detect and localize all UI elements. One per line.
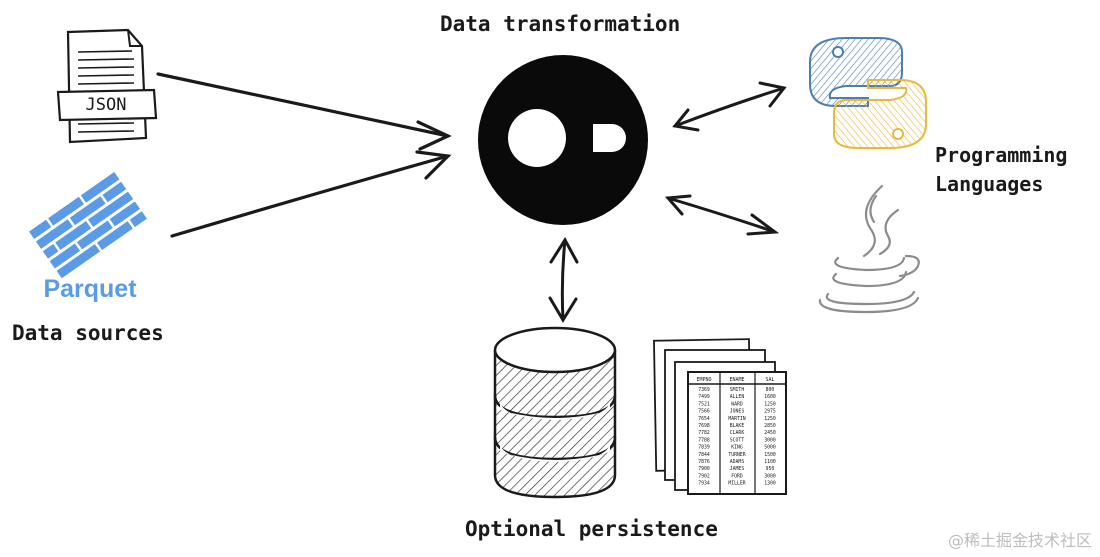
programming-languages-line2: Languages bbox=[935, 172, 1044, 196]
java-icon bbox=[818, 184, 920, 314]
json-file-label: JSON bbox=[86, 95, 127, 115]
table-cell: 1500 bbox=[764, 452, 776, 458]
table-cell: 7902 bbox=[698, 473, 710, 479]
data-transformation-logo bbox=[478, 55, 648, 225]
table-stack-icon: EMPNO ENAME SAL 7369 SMITH 800 7499 ALLEN 1600 75… bbox=[653, 338, 787, 495]
table-cell: 7839 bbox=[698, 445, 710, 451]
table-cell: CLARK bbox=[730, 430, 745, 436]
table-cell: 1600 bbox=[764, 394, 776, 400]
table-cell: ADAMS bbox=[730, 459, 745, 465]
table-cell: SCOTT bbox=[730, 437, 745, 443]
table-cell: 800 bbox=[766, 387, 775, 393]
table-cell: 7788 bbox=[698, 437, 710, 443]
table-cell: 950 bbox=[766, 466, 775, 472]
data-sources-label: Data sources bbox=[12, 321, 164, 345]
table-cell: KING bbox=[731, 445, 743, 451]
table-cell: 2850 bbox=[764, 423, 776, 429]
table-cell: 7499 bbox=[698, 394, 710, 400]
table-header-cell: ENAME bbox=[729, 377, 744, 383]
table-cell: BLAKE bbox=[730, 423, 745, 429]
table-cell: TURNER bbox=[728, 452, 745, 458]
database-icon bbox=[493, 326, 617, 499]
parquet-label: Parquet bbox=[43, 275, 137, 303]
table-cell: 1100 bbox=[764, 459, 776, 465]
table-cell: JONES bbox=[730, 409, 745, 415]
data-transformation-title: Data transformation bbox=[440, 12, 681, 36]
table-cell: 1250 bbox=[764, 416, 776, 422]
table-cell: WARD bbox=[731, 401, 743, 407]
table-header-cell: EMPNO bbox=[696, 377, 711, 383]
table-cell: 7521 bbox=[698, 401, 710, 407]
table-cell: 3000 bbox=[764, 473, 776, 479]
table-cell: 3000 bbox=[764, 437, 776, 443]
table-cell: 2450 bbox=[764, 430, 776, 436]
parquet-to-core-arrow bbox=[170, 150, 452, 238]
programming-languages-label: Programming Languages bbox=[935, 141, 1067, 199]
table-cell: 7934 bbox=[698, 481, 710, 487]
table-cell: MILLER bbox=[728, 481, 745, 487]
table-card: EMPNO ENAME SAL 7369 SMITH 800 7499 ALLEN 1600 75… bbox=[687, 371, 787, 495]
table-cell: 7876 bbox=[698, 459, 710, 465]
table-cell: 7844 bbox=[698, 452, 710, 458]
programming-languages-line1: Programming bbox=[935, 143, 1068, 167]
json-file-icon: JSON bbox=[56, 28, 158, 144]
table-cell: 7782 bbox=[698, 430, 710, 436]
table-cell: 7900 bbox=[698, 466, 710, 472]
table-cell: ALLEN bbox=[730, 394, 745, 400]
table-cell: SMITH bbox=[730, 387, 745, 393]
table-cell: 7369 bbox=[698, 387, 710, 393]
table-cell: 5000 bbox=[764, 445, 776, 451]
table-cell: JAMES bbox=[730, 466, 745, 472]
python-icon bbox=[809, 37, 927, 149]
optional-persistence-label: Optional persistence bbox=[465, 517, 718, 541]
table-header-cell: SAL bbox=[765, 377, 774, 383]
core-storage-arrow bbox=[548, 237, 579, 323]
table-cell: 1300 bbox=[764, 481, 776, 487]
table-cell: FORD bbox=[731, 473, 743, 479]
table-cell: 7654 bbox=[698, 416, 710, 422]
table-cell: 1250 bbox=[764, 401, 776, 407]
json-to-core-arrow bbox=[156, 72, 452, 151]
table-cell: 2975 bbox=[764, 409, 776, 415]
table-cell: 7566 bbox=[698, 409, 710, 415]
table-cell: 7698 bbox=[698, 423, 710, 429]
table-cell: MARTIN bbox=[728, 416, 745, 422]
watermark: @稀土掘金技术社区 bbox=[947, 531, 1092, 550]
core-java-arrow bbox=[664, 194, 780, 236]
parquet-icon: Parquet bbox=[29, 171, 147, 303]
core-python-arrow bbox=[672, 81, 787, 132]
